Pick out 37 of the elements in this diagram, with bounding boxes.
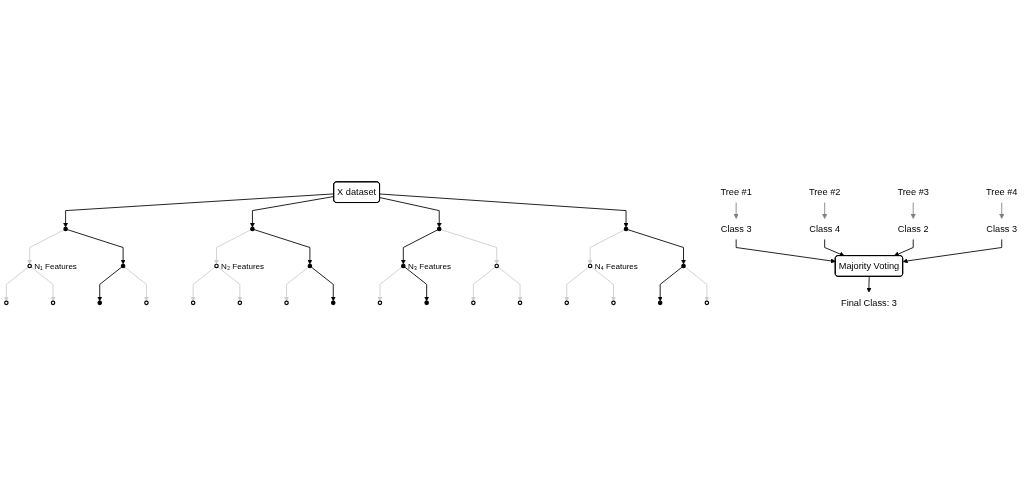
node-text: Tree #2 (808, 186, 841, 197)
node-text: Class 3 (986, 223, 1018, 234)
node-circle (611, 300, 616, 306)
node-text: Class 2 (897, 223, 929, 234)
node-circle (27, 263, 32, 269)
node-circle (436, 226, 442, 232)
node-circle (623, 226, 629, 232)
node-circle (517, 300, 523, 306)
node-circle (284, 300, 289, 306)
node-text: Class 3 (720, 223, 752, 234)
node-circle (250, 226, 255, 232)
node-circle (704, 300, 710, 306)
node-circle (4, 300, 9, 306)
node-circle (587, 263, 593, 269)
node-text: Tree #3 (897, 186, 929, 197)
node-text: Class 4 (809, 223, 841, 234)
node-circle (237, 300, 243, 306)
node-circle (50, 300, 56, 306)
node-circle (97, 300, 103, 306)
node-text: Final Class: 3 (841, 297, 897, 308)
node-circle (564, 300, 570, 306)
node-text: Tree #4 (986, 186, 1018, 197)
node-circle (120, 263, 126, 269)
node-circle (190, 300, 196, 306)
node-circle (681, 263, 686, 269)
node-circle (307, 263, 313, 269)
node-circle (401, 263, 406, 269)
node-circle (494, 263, 499, 269)
node-circle (657, 300, 663, 306)
node-circle (424, 300, 429, 306)
node-circle (471, 300, 476, 306)
node-circle (377, 300, 383, 306)
node-circle (63, 226, 68, 232)
node-circle (330, 300, 336, 306)
node-text: Tree #1 (720, 186, 752, 197)
node-circle (144, 300, 149, 306)
node-circle (214, 263, 219, 269)
